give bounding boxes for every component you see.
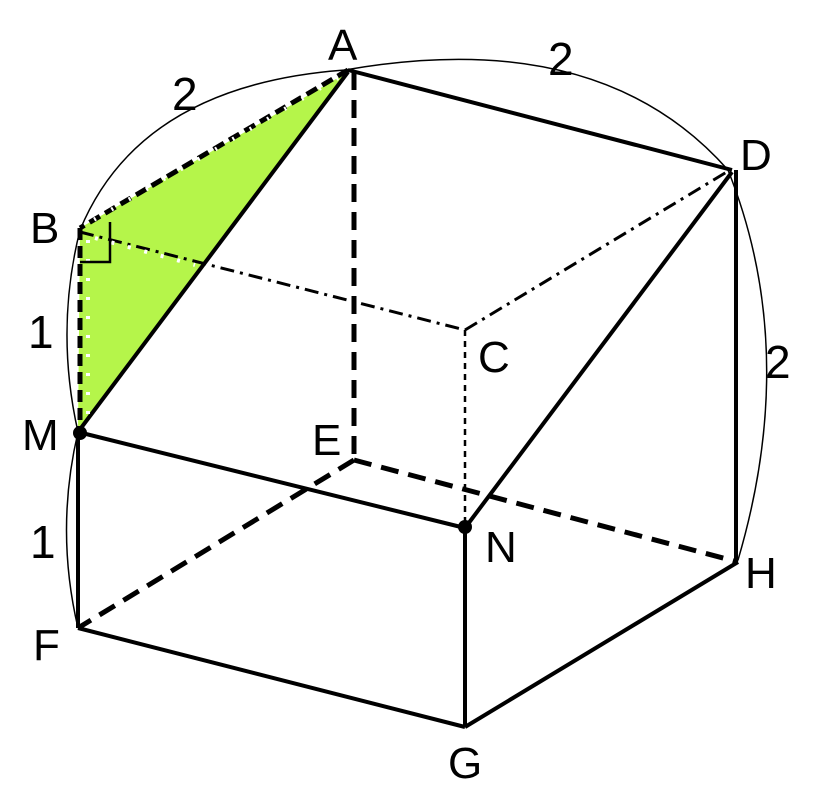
- construction-arcs: [65, 58, 768, 629]
- arc-bm: [66, 229, 81, 433]
- label-e: E: [312, 416, 341, 465]
- edge-ef: [76, 457, 356, 631]
- label-f: F: [33, 621, 60, 670]
- label-h: H: [745, 549, 777, 598]
- dimension-ab: 2: [172, 68, 198, 120]
- edge-fg: [77, 626, 466, 729]
- dimension-dh: 2: [765, 336, 791, 388]
- label-n: N: [485, 523, 517, 572]
- arc-mf: [65, 431, 79, 629]
- edge-mn: [77, 430, 466, 530]
- label-b: B: [30, 204, 59, 253]
- edge-ad: [347, 68, 733, 172]
- edge-eh: [353, 457, 739, 565]
- edge-ab: [78, 67, 350, 231]
- edge-am: [76, 70, 350, 434]
- arc-dh: [727, 169, 768, 561]
- label-m: M: [22, 411, 59, 460]
- edge-gh: [463, 560, 740, 729]
- edge-bc: [79, 230, 466, 332]
- vertex-labels: A B C D E F G H M N: [22, 21, 777, 788]
- label-a: A: [328, 21, 358, 70]
- label-c: C: [478, 333, 510, 382]
- edge-cd: [464, 168, 731, 332]
- dimension-bm: 1: [28, 306, 54, 358]
- point-n: [458, 520, 472, 534]
- triangle-dashed-edges: [77, 67, 350, 432]
- point-m: [73, 426, 87, 440]
- hidden-edges: [76, 72, 739, 631]
- label-d: D: [740, 131, 772, 180]
- edge-bc-dots: [94, 236, 196, 267]
- label-g: G: [448, 739, 482, 788]
- dimension-labels: 2 2 2 1 1: [28, 33, 791, 568]
- arc-ad: [344, 58, 729, 171]
- edge-dn: [463, 170, 734, 530]
- dimension-ad: 2: [548, 33, 574, 85]
- visible-edges: [76, 68, 740, 729]
- dimension-mf: 1: [30, 516, 56, 568]
- arc-ab: [79, 69, 346, 231]
- right-angle-marker: [80, 222, 112, 264]
